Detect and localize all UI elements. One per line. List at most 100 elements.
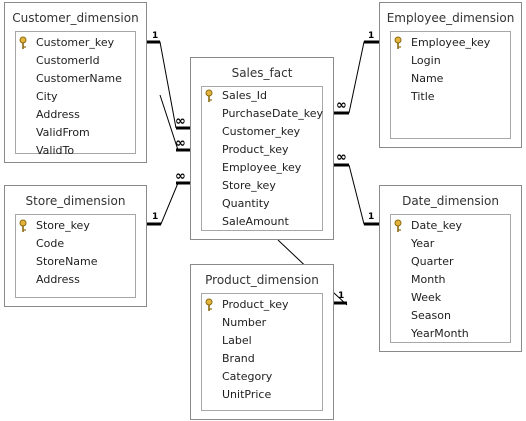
field-row[interactable]: YearMonth — [391, 325, 510, 343]
field-name: Quarter — [411, 255, 454, 268]
field-list: Product_key Number Label Brand Category … — [201, 293, 323, 411]
field-name: Number — [222, 316, 267, 329]
field-row[interactable]: Product_key — [202, 141, 322, 159]
field-row-primary-key[interactable]: Sales_Id — [202, 87, 322, 105]
field-name: YearMonth — [411, 327, 469, 340]
field-row[interactable]: SaleAmount — [202, 213, 322, 231]
field-row[interactable]: City — [16, 88, 135, 106]
field-name: Week — [411, 291, 442, 304]
field-row[interactable]: Year — [391, 235, 510, 253]
field-row-primary-key[interactable]: Customer_key — [16, 34, 135, 52]
field-list: Employee_key Login Name Title — [390, 31, 511, 139]
employee-dimension-table[interactable]: Employee_dimension Employee_key Login Na… — [379, 2, 522, 148]
field-name: Code — [36, 237, 65, 250]
field-list: Customer_key CustomerId CustomerName Cit… — [15, 31, 136, 157]
key-icon — [19, 219, 27, 232]
customer-dimension-table[interactable]: Customer_dimension Customer_key Customer… — [4, 2, 147, 163]
field-row[interactable]: Category — [202, 368, 322, 386]
field-name: Month — [411, 273, 446, 286]
field-row-primary-key[interactable]: Date_key — [391, 217, 510, 235]
field-name: Date_key — [411, 219, 463, 232]
table-title: Date_dimension — [402, 194, 499, 208]
field-name: Year — [411, 237, 435, 250]
field-name: Brand — [222, 352, 255, 365]
key-icon — [205, 89, 213, 102]
table-title: Sales_fact — [231, 66, 293, 80]
field-name: CustomerId — [36, 54, 100, 67]
table-title: Product_dimension — [205, 273, 319, 287]
field-row[interactable]: Quantity — [202, 195, 322, 213]
field-name: Address — [36, 273, 80, 286]
field-row[interactable]: Week — [391, 289, 510, 307]
field-name: Login — [411, 54, 441, 67]
field-name: PurchaseDate_key — [222, 107, 323, 120]
field-row[interactable]: Customer_key — [202, 123, 322, 141]
sales-fact-table[interactable]: Sales_fact Sales_Id PurchaseDate_key Cus… — [190, 57, 334, 240]
field-row[interactable]: Brand — [202, 350, 322, 368]
field-name: ValidFrom — [36, 126, 90, 139]
field-row[interactable]: Name — [391, 70, 510, 88]
key-icon — [19, 36, 27, 49]
field-row[interactable]: Employee_key — [202, 159, 322, 177]
cardinality-many-label: ∞ — [336, 150, 347, 165]
field-name: Employee_key — [222, 161, 302, 174]
field-list: Date_key Year Quarter Month Week Season … — [390, 214, 511, 343]
field-name: Customer_key — [36, 36, 115, 49]
key-icon — [205, 298, 213, 311]
field-row[interactable]: ValidTo — [16, 142, 135, 160]
relationship-line-date-sales[interactable] — [348, 164, 379, 225]
relationship-line-product-sales[interactable] — [277, 239, 348, 306]
field-row[interactable]: CustomerName — [16, 70, 135, 88]
field-row-primary-key[interactable]: Employee_key — [391, 34, 510, 52]
field-name: Season — [411, 309, 451, 322]
field-name: Category — [222, 370, 273, 383]
cardinality-one-label: 1 — [338, 291, 345, 301]
field-name: Sales_Id — [222, 89, 268, 102]
cardinality-one-label: 1 — [368, 31, 375, 41]
field-name: Store_key — [36, 219, 90, 232]
relationship-line-customer-sales-branch — [159, 94, 179, 151]
field-name: City — [36, 90, 58, 103]
field-list: Store_key Code StoreName Address — [15, 214, 136, 298]
field-name: Label — [222, 334, 252, 347]
field-list: Sales_Id PurchaseDate_key Customer_key P… — [201, 86, 323, 231]
cardinality-one-label: 1 — [368, 212, 375, 222]
field-name: SaleAmount — [222, 215, 289, 228]
field-row[interactable]: PurchaseDate_key — [202, 105, 323, 123]
field-name: Quantity — [222, 197, 270, 210]
product-dimension-table[interactable]: Product_dimension Product_key Number Lab… — [190, 264, 334, 420]
field-row[interactable]: Login — [391, 52, 510, 70]
table-title: Customer_dimension — [12, 11, 139, 25]
field-row[interactable]: Label — [202, 332, 322, 350]
field-name: UnitPrice — [222, 388, 272, 401]
field-name: Store_key — [222, 179, 276, 192]
field-row-primary-key[interactable]: Product_key — [202, 296, 322, 314]
field-row[interactable]: Season — [391, 307, 510, 325]
table-title: Store_dimension — [25, 194, 126, 208]
field-name: Product_key — [222, 143, 289, 156]
cardinality-many-label: ∞ — [336, 98, 347, 113]
field-row-primary-key[interactable]: Store_key — [16, 217, 135, 235]
field-row[interactable]: Month — [391, 271, 510, 289]
field-row[interactable]: UnitPrice — [202, 386, 322, 404]
field-row[interactable]: StoreName — [16, 253, 135, 271]
store-dimension-table[interactable]: Store_dimension Store_key Code StoreName… — [4, 185, 147, 307]
key-icon — [394, 219, 402, 232]
date-dimension-table[interactable]: Date_dimension Date_key Year Quarter Mon… — [379, 185, 522, 352]
key-icon — [394, 36, 402, 49]
field-row[interactable]: Address — [16, 106, 135, 124]
relationship-line-employee-sales[interactable] — [348, 41, 379, 114]
field-row[interactable]: Number — [202, 314, 322, 332]
field-row[interactable]: Code — [16, 235, 135, 253]
field-row[interactable]: CustomerId — [16, 52, 135, 70]
field-row[interactable]: Store_key — [202, 177, 322, 195]
field-row[interactable]: Title — [391, 88, 510, 106]
field-row[interactable]: Quarter — [391, 253, 510, 271]
field-row[interactable]: Address — [16, 271, 135, 289]
relationship-line-customer-sales[interactable] — [147, 41, 177, 129]
field-row[interactable]: ValidFrom — [16, 124, 135, 142]
cardinality-many-label: ∞ — [175, 114, 186, 129]
table-title: Employee_dimension — [386, 11, 515, 25]
field-name: StoreName — [36, 255, 98, 268]
